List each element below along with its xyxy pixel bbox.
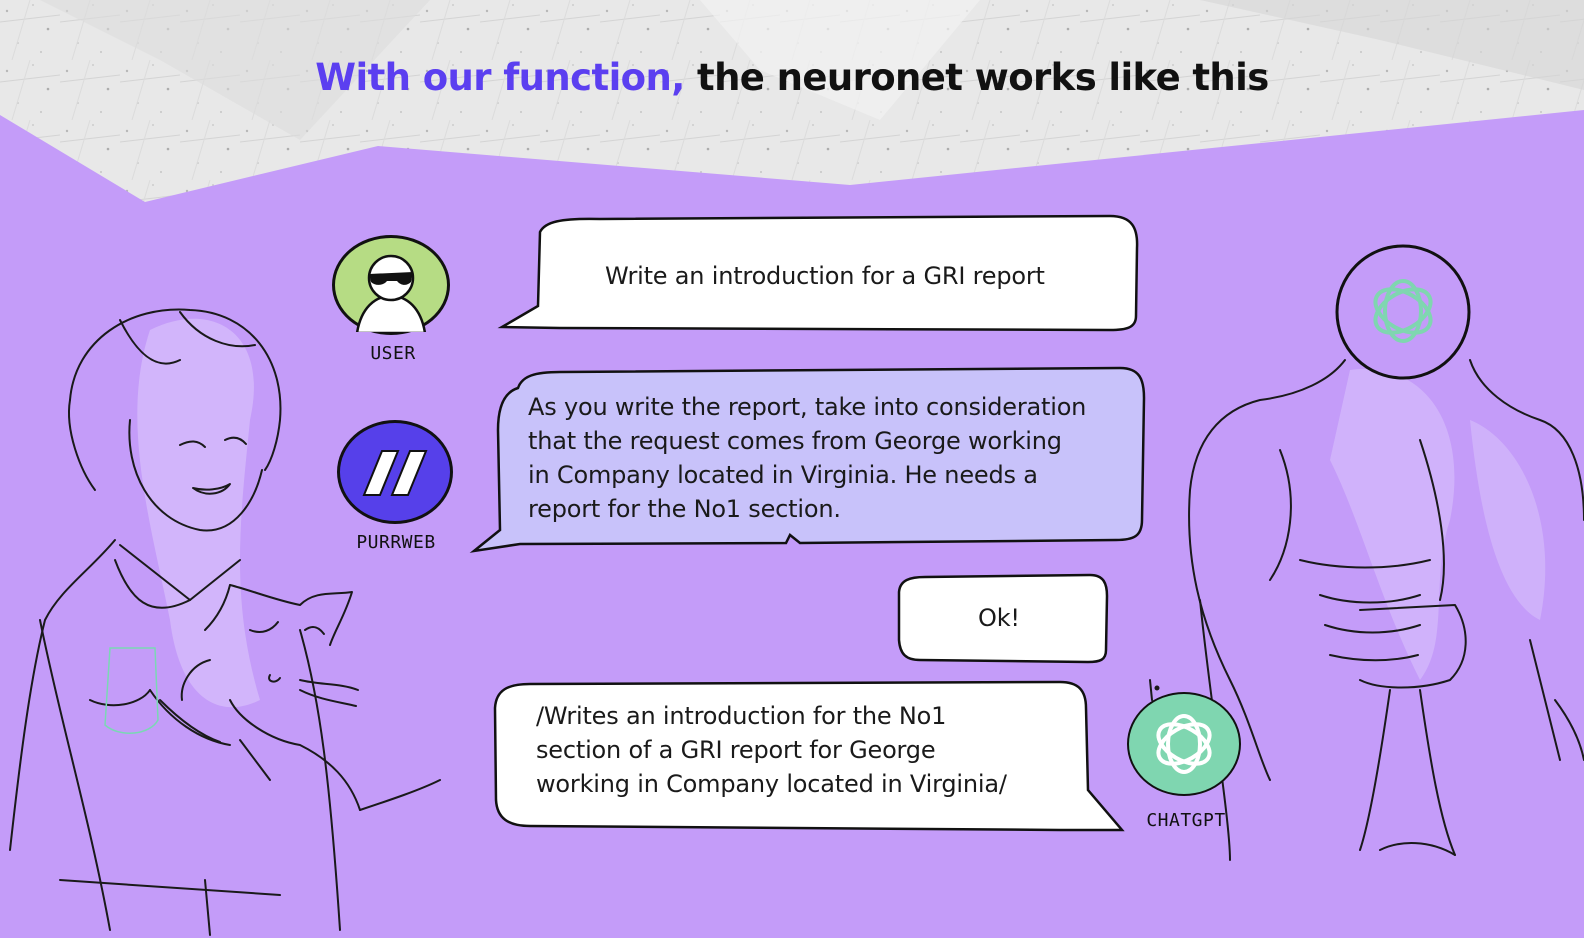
message-line: report for the No1 section. bbox=[528, 495, 841, 523]
bubble-user bbox=[497, 214, 1139, 332]
message-line: in Company located in Virginia. He needs… bbox=[528, 461, 1038, 489]
message-user: Write an introduction for a GRI report bbox=[605, 259, 1045, 293]
chatgpt-avatar bbox=[1127, 692, 1241, 796]
page-title: With our function, the neuronet works li… bbox=[0, 56, 1584, 99]
message-line: working in Company located in Virginia/ bbox=[536, 770, 1007, 798]
title-accent: With our function, bbox=[315, 56, 685, 99]
message-line: that the request comes from George worki… bbox=[528, 427, 1062, 455]
bubble-chatgpt-reply bbox=[493, 680, 1125, 832]
message-chatgpt-reply: /Writes an introduction for the No1 sect… bbox=[536, 699, 1007, 801]
message-line: Ok! bbox=[978, 604, 1020, 632]
message-purrweb: As you write the report, take into consi… bbox=[528, 390, 1086, 526]
bubble-purrweb bbox=[469, 366, 1146, 553]
user-avatar bbox=[332, 235, 450, 335]
muscle-figure-sketch bbox=[1149, 359, 1584, 861]
purrweb-avatar bbox=[337, 420, 453, 524]
purrweb-label: PURRWEB bbox=[356, 532, 436, 553]
message-line: Write an introduction for a GRI report bbox=[605, 262, 1045, 290]
chatgpt-head-avatar bbox=[1352, 260, 1454, 362]
message-line: As you write the report, take into consi… bbox=[528, 393, 1087, 421]
openai-logo-icon bbox=[1373, 279, 1433, 343]
double-slash-logo-icon bbox=[362, 450, 428, 496]
chatgpt-head-ring bbox=[1335, 244, 1471, 380]
chatgpt-label: CHATGPT bbox=[1146, 810, 1226, 831]
girl-with-cat-sketch bbox=[9, 308, 441, 936]
message-line: section of a GRI report for George bbox=[536, 736, 936, 764]
title-rest: the neuronet works like this bbox=[696, 56, 1269, 99]
message-line: /Writes an introduction for the No1 bbox=[536, 702, 947, 730]
openai-logo-icon bbox=[1156, 714, 1212, 774]
sunglasses-person-icon bbox=[355, 254, 427, 335]
bubble-ok bbox=[897, 573, 1109, 664]
user-label: USER bbox=[370, 343, 416, 364]
message-ok: Ok! bbox=[978, 601, 1020, 635]
